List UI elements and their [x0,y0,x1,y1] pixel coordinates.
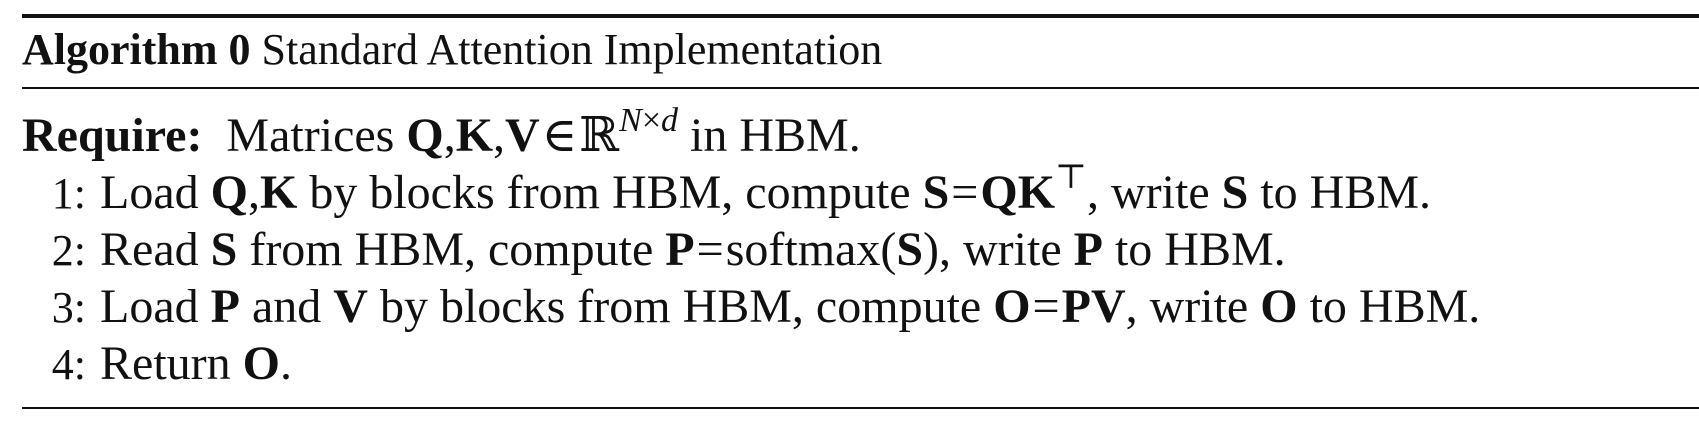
step-text: Load [100,280,199,333]
dim-times: × [641,102,662,139]
symbol-v: V [333,280,368,333]
step-text: from HBM, compute [249,223,654,276]
step-text: to HBM. [1260,166,1432,219]
dimension-superscript: N×d [619,102,678,139]
step-text: to HBM. [1114,223,1286,276]
algorithm-step-4: 4: Return O. [0,336,292,393]
symbol-p: P [665,223,695,276]
step-text: . [279,337,292,390]
transpose-symbol: ⊤ [1055,159,1088,196]
symbol-pv: PV [1061,280,1126,333]
symbol-k: K [259,166,298,219]
step-text: and [251,280,322,333]
symbol-q: Q [210,166,248,219]
symbol-p: P [1073,223,1103,276]
step-number: 4: [51,340,86,389]
algorithm-step-1: 1:Load Q,K by blocks from HBM, compute S… [0,159,1432,226]
step-number: 2: [51,226,86,275]
symbol-o: O [993,280,1031,333]
symbol-o: O [1260,280,1298,333]
algorithm-title: Algorithm 0 Standard Attention Implement… [22,24,882,76]
step-text: by blocks from HBM, compute [379,280,982,333]
require-text-before: Matrices [226,109,395,162]
step-text: write [963,223,1062,276]
title-rule [22,87,1699,89]
step-number: 1: [51,169,86,218]
dim-d: d [661,102,679,139]
step-text: , write [1125,280,1249,333]
step-number: 3: [51,283,86,332]
reals-symbol: ℝ [579,109,620,162]
symbol-o: O [242,337,280,390]
require-text-after: in HBM. [690,109,861,162]
matrix-k: K [455,109,494,162]
algorithm-step-2: 2:Read S from HBM, compute P=softmax(S),… [0,222,1286,279]
softmax-function: softmax( [725,223,897,276]
step-text: to HBM. [1309,280,1481,333]
symbol-s: S [210,223,238,276]
symbol-qk: QK [980,166,1056,219]
equals-sign: = [951,166,979,219]
algorithm-label: Algorithm 0 [22,25,251,74]
equals-sign: = [1032,280,1060,333]
symbol-s: S [1221,166,1249,219]
top-rule [22,14,1699,18]
bottom-rule [22,407,1699,409]
symbol-s: S [922,166,950,219]
symbol-s: S [896,223,924,276]
step-text: , write [1087,166,1210,219]
require-line: Require: Matrices Q,K,V∈ℝN×d in HBM. [22,102,861,162]
dim-n: N [619,102,642,139]
symbol-p: P [210,280,240,333]
step-text: Read [100,223,199,276]
in-symbol: ∈ [541,109,578,162]
algorithm-name: Standard Attention Implementation [261,25,883,74]
close-paren: ), [923,223,951,276]
equals-sign: = [696,223,724,276]
require-keyword: Require: [22,109,203,162]
step-text: Return [100,337,231,390]
matrix-v: V [505,109,540,162]
step-text: by blocks from HBM, compute [309,166,911,219]
step-text: Load [100,166,199,219]
algorithm-step-3: 3: Load P and V by blocks from HBM, compu… [0,279,1481,336]
matrix-q: Q [406,109,444,162]
